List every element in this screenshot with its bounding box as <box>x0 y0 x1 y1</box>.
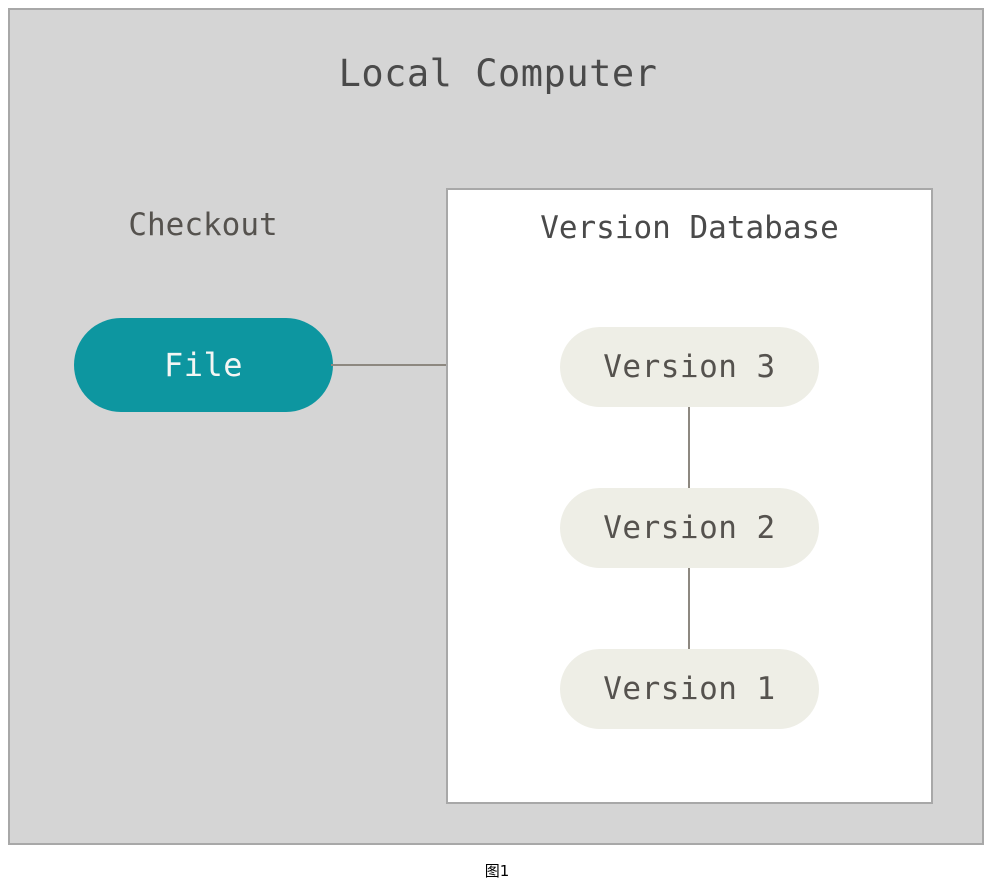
connector-version3-to-version2 <box>688 407 690 488</box>
local-computer-panel: Local Computer Checkout File Version Dat… <box>8 8 984 845</box>
connector-file-to-version3 <box>331 364 560 366</box>
version-node-1-label: Version 1 <box>603 671 776 707</box>
version-database-title: Version Database <box>540 210 839 246</box>
connector-version2-to-version1 <box>688 568 690 649</box>
local-computer-title: Local Computer <box>338 52 658 95</box>
file-node-label: File <box>163 346 244 384</box>
version-node-3[interactable]: Version 3 <box>560 327 819 407</box>
file-node[interactable]: File <box>74 318 333 412</box>
version-node-3-label: Version 3 <box>603 349 776 385</box>
version-node-2[interactable]: Version 2 <box>560 488 819 568</box>
figure-caption: 图1 <box>484 862 510 880</box>
version-database-panel: Version Database Version 3 Version 2 Ver… <box>446 188 933 804</box>
version-node-1[interactable]: Version 1 <box>560 649 819 729</box>
version-node-2-label: Version 2 <box>603 510 776 546</box>
checkout-label: Checkout <box>128 207 278 243</box>
